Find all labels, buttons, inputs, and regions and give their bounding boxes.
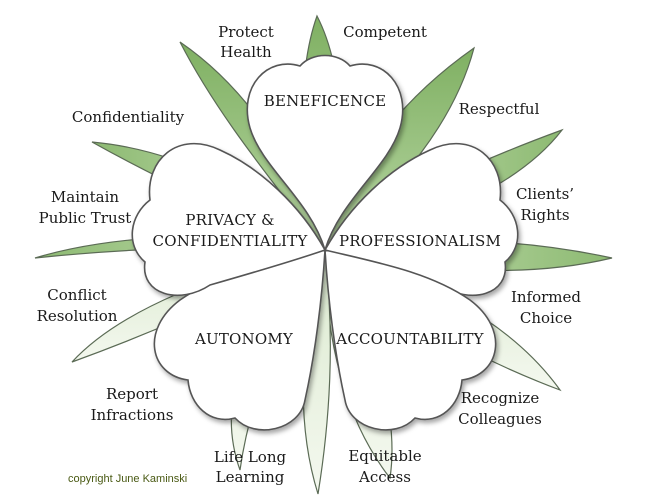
petal-label-maintain-public-trust-line: Public Trust bbox=[39, 209, 132, 227]
petal-label-life-long-learning-line: Learning bbox=[216, 468, 285, 486]
petal-label-informed-choice-line: Informed bbox=[511, 288, 581, 306]
petal-label-protect-health-line: Protect bbox=[218, 23, 274, 41]
core-labels: BENEFICENCE PROFESSIONALISM ACCOUNTABILITY… bbox=[153, 92, 501, 348]
petal-label-recognize-colleagues-line: Recognize bbox=[461, 389, 540, 407]
petal-label-competent: Competent bbox=[343, 23, 427, 41]
core-label-accountability: ACCOUNTABILITY bbox=[335, 330, 484, 348]
core-label-professionalism: PROFESSIONALISM bbox=[339, 232, 501, 250]
core-label-beneficence: BENEFICENCE bbox=[264, 92, 387, 110]
core-label-autonomy-line: AUTONOMY bbox=[194, 330, 294, 348]
petal-label-equitable-access-line: Equitable bbox=[348, 447, 421, 465]
heart-accountability bbox=[324, 248, 497, 431]
petal-label-life-long-learning-line: Life Long bbox=[214, 448, 287, 466]
petal-label-clients-rights: Clients’ Rights bbox=[516, 185, 574, 224]
heart-privacy bbox=[131, 142, 327, 297]
core-label-beneficence-line: BENEFICENCE bbox=[264, 92, 387, 110]
core-label-autonomy: AUTONOMY bbox=[194, 330, 294, 348]
petal-label-conflict-resolution-line: Conflict bbox=[47, 286, 106, 304]
petal-label-protect-health-line: Health bbox=[220, 43, 272, 61]
core-label-privacy-line: CONFIDENTIALITY bbox=[153, 232, 309, 250]
petal-label-clients-rights-line: Rights bbox=[520, 206, 569, 224]
petal-label-informed-choice-line: Choice bbox=[520, 309, 572, 327]
petal-label-report-infractions-line: Infractions bbox=[91, 406, 174, 424]
petal-label-clients-rights-line: Clients’ bbox=[516, 185, 574, 203]
petal-label-competent-line: Competent bbox=[343, 23, 427, 41]
petal-label-maintain-public-trust-line: Maintain bbox=[51, 188, 120, 206]
core-petals bbox=[131, 54, 519, 431]
petal-label-respectful-line: Respectful bbox=[459, 100, 540, 118]
petal-label-confidentiality: Confidentiality bbox=[72, 108, 185, 126]
core-label-professionalism-line: PROFESSIONALISM bbox=[339, 232, 501, 250]
petal-label-conflict-resolution-line: Resolution bbox=[37, 307, 118, 325]
petal-label-respectful: Respectful bbox=[459, 100, 540, 118]
petal-label-recognize-colleagues-line: Colleagues bbox=[458, 410, 542, 428]
petal-label-confidentiality-line: Confidentiality bbox=[72, 108, 185, 126]
heart-beneficence bbox=[246, 54, 404, 253]
core-label-privacy: PRIVACY & CONFIDENTIALITY bbox=[153, 211, 309, 250]
petal-label-equitable-access-line: Access bbox=[358, 468, 411, 486]
petal-label-report-infractions-line: Report bbox=[106, 385, 158, 403]
copyright-text: copyright June Kaminski bbox=[68, 473, 187, 485]
core-label-accountability-line: ACCOUNTABILITY bbox=[335, 330, 484, 348]
core-label-privacy-line: PRIVACY & bbox=[185, 211, 274, 229]
